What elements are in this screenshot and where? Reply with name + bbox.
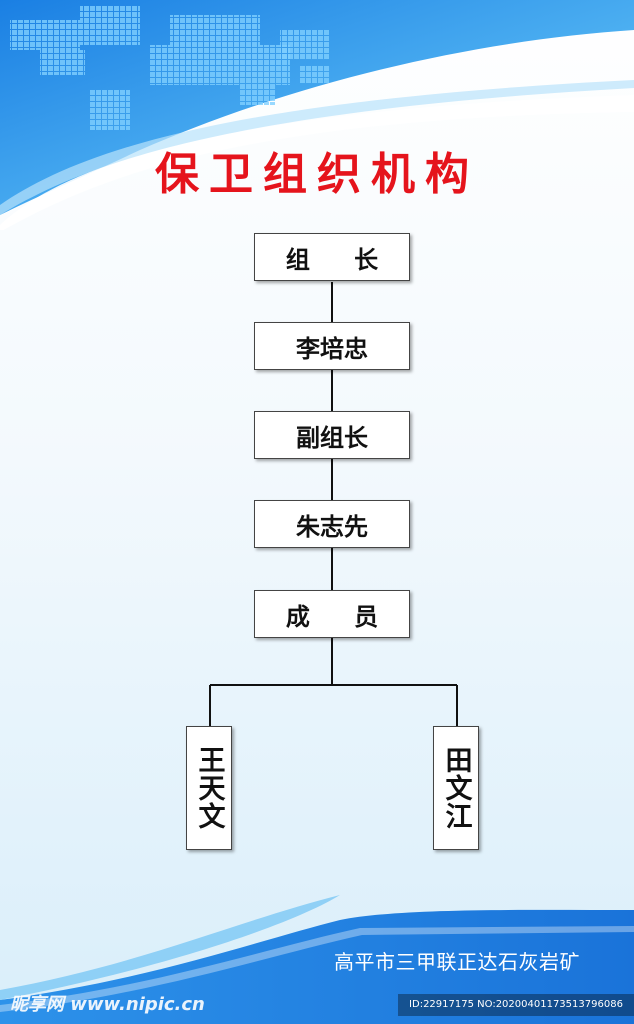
watermark-id: ID:22917175 NO:20200401173513796086 <box>398 994 634 1016</box>
leader-name-box: 李培忠 <box>254 322 410 370</box>
company-name: 高平市三甲联正达石灰岩矿 <box>334 950 580 974</box>
deputy-name-box: 朱志先 <box>254 500 410 548</box>
world-map-pixels <box>10 5 330 130</box>
leader-title-box: 组 长 <box>254 233 410 281</box>
bottom-decoration <box>0 895 634 1024</box>
deputy-title-box: 副组长 <box>254 411 410 459</box>
member-box-left: 王天文 <box>186 726 232 850</box>
members-title-box: 成 员 <box>254 590 410 638</box>
page-title: 保卫组织机构 <box>155 149 479 200</box>
member-box-right: 田文江 <box>433 726 479 850</box>
top-decoration <box>0 0 634 230</box>
watermark-logo: 昵享网 www.nipic.cn <box>10 994 205 1015</box>
